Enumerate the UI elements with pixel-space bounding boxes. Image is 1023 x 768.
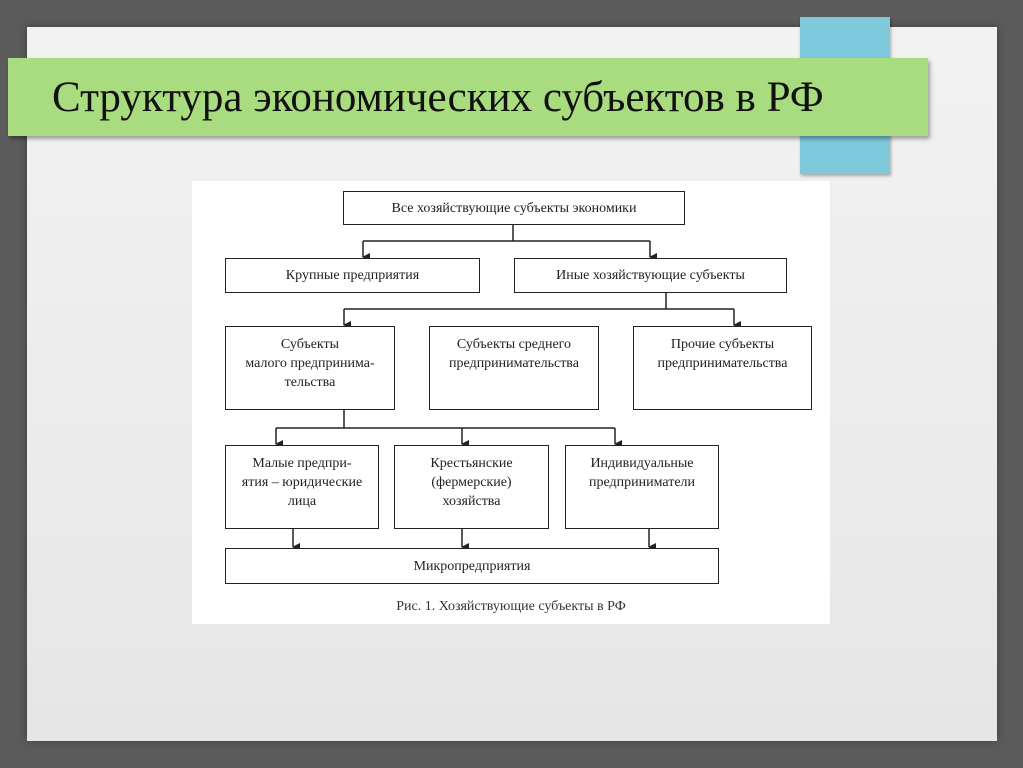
node-medium-business: Субъекты среднего предпринимательства	[429, 326, 599, 410]
node-other-entities: Иные хозяйствующие субъекты	[514, 258, 787, 293]
title-bar: Структура экономических субъектов в РФ	[8, 58, 928, 136]
node-small-business: Субъекты малого предпринима- тельства	[225, 326, 395, 410]
node-individual-entrepreneurs: Индивидуальные предприниматели	[565, 445, 719, 529]
node-small-legal-entities: Малые предпри- ятия – юридические лица	[225, 445, 379, 529]
hierarchy-diagram: Все хозяйствующие субъекты экономики Кру…	[192, 181, 830, 624]
node-large-enterprises: Крупные предприятия	[225, 258, 480, 293]
node-all-entities: Все хозяйствующие субъекты экономики	[343, 191, 685, 225]
slide-title: Структура экономических субъектов в РФ	[52, 73, 824, 121]
node-micro-enterprises: Микропредприятия	[225, 548, 719, 584]
connector-lines	[275, 225, 741, 551]
node-farm-households: Крестьянские (фермерские) хозяйства	[394, 445, 549, 529]
node-other-business: Прочие субъекты предпринимательства	[633, 326, 812, 410]
figure-caption: Рис. 1. Хозяйствующие субъекты в РФ	[396, 599, 626, 614]
